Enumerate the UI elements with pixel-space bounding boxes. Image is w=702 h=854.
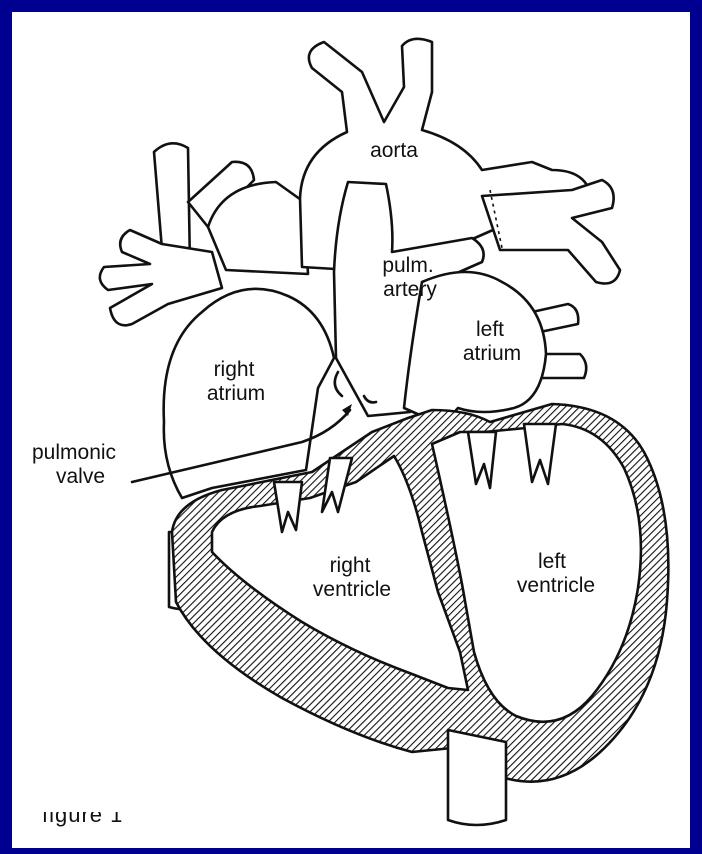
label-pulmonic-valve-line1: pulmonic <box>32 441 116 464</box>
label-pulm-artery-line2: artery <box>383 278 437 301</box>
label-right-ventricle-line2: ventricle <box>313 578 391 601</box>
label-right-atrium-line1: right <box>214 358 255 381</box>
diagram-frame: aorta pulm. artery left atrium right atr… <box>12 12 690 848</box>
descending-aorta-shape <box>448 730 506 825</box>
label-aorta: aorta <box>370 139 418 162</box>
heart-diagram: aorta pulm. artery left atrium right atr… <box>12 12 690 848</box>
label-left-ventricle-line2: ventricle <box>517 574 595 597</box>
left-pulmonary-upper-vessel-shape <box>482 180 620 284</box>
label-right-ventricle-line1: right <box>330 554 371 577</box>
label-left-ventricle-line1: left <box>538 550 566 573</box>
label-left-atrium-line1: left <box>476 318 504 341</box>
label-pulmonic-valve-line2: valve <box>56 465 105 488</box>
label-left-atrium-line2: atrium <box>463 342 521 365</box>
label-pulm-artery-line1: pulm. <box>382 254 433 277</box>
label-right-atrium-line2: atrium <box>207 382 265 405</box>
